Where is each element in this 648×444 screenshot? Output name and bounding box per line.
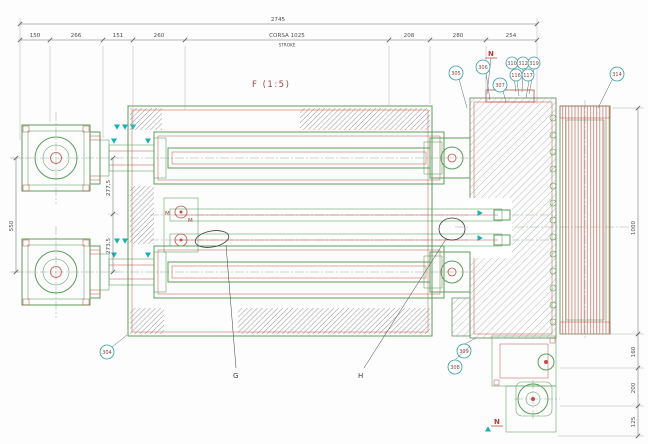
heated-platen [549, 105, 611, 335]
dimension-left: 550 277,5 273,5 [9, 155, 118, 275]
dimension-chain-top: 2745 150 266 151 260 CORSA 1025 STROKE 2… [17, 17, 540, 140]
dim-150: 150 [30, 33, 41, 39]
dim-260: 260 [154, 33, 165, 39]
detail-letter-g: G [233, 372, 238, 380]
dim-208: 208 [404, 33, 415, 39]
dim-254: 254 [506, 33, 517, 39]
balloon-314: 314 [597, 66, 625, 109]
dim-151: 151 [113, 33, 124, 39]
svg-text:N: N [488, 50, 494, 58]
detail-letter-h: H [358, 372, 363, 380]
svg-text:314: 314 [612, 72, 622, 78]
svg-text:310: 310 [507, 61, 517, 67]
dim-280: 280 [453, 33, 464, 39]
svg-text:116: 116 [511, 73, 521, 79]
svg-text:305: 305 [451, 71, 461, 77]
marker-m-2: M [188, 218, 193, 224]
detail-callout-h: H [358, 217, 466, 380]
dim-125: 125 [631, 416, 637, 427]
balloon-307: 307 [492, 77, 508, 103]
dim-277-5: 277,5 [106, 180, 112, 196]
dim-overall: 2745 [271, 17, 286, 23]
svg-text:307: 307 [495, 83, 505, 89]
svg-text:308: 308 [450, 365, 460, 371]
view-label: F (1:5) [252, 80, 290, 90]
balloon-callouts: 305 306 307 310 312 319 116 117 [99, 56, 625, 375]
balloon-304: 304 [99, 334, 128, 360]
dim-1000: 1000 [631, 220, 637, 235]
marker-m-1: M [165, 211, 170, 217]
dim-stroke-note: STROKE [279, 43, 296, 48]
balloon-308: 308 [447, 345, 471, 375]
dimension-right: 1000 160 200 125 [558, 105, 644, 439]
svg-text:312: 312 [518, 61, 528, 67]
press-head-block [451, 89, 557, 339]
balloon-319: 319 [527, 56, 541, 95]
dim-266: 266 [71, 33, 82, 39]
dim-corsa: CORSA 1025 [269, 33, 305, 39]
svg-text:N: N [494, 418, 500, 426]
tie-rods [163, 197, 511, 253]
balloon-117: 117 [521, 68, 535, 99]
main-housing [127, 105, 433, 337]
detail-callout-g: G [194, 230, 238, 380]
svg-text:319: 319 [529, 61, 539, 67]
svg-text:304: 304 [102, 350, 112, 356]
svg-text:117: 117 [523, 73, 533, 79]
balloon-306: 306 [475, 59, 491, 101]
gear-unit [491, 335, 557, 433]
balloon-309: 309 [456, 337, 477, 359]
dim-200: 200 [631, 382, 637, 393]
balloon-312: 312 [516, 56, 530, 93]
balloon-305: 305 [448, 65, 468, 109]
dim-160: 160 [631, 346, 637, 357]
dim-550: 550 [9, 220, 15, 231]
dim-273-5: 273,5 [106, 238, 112, 254]
marker-n-bottom: N [491, 418, 503, 427]
svg-text:306: 306 [478, 65, 488, 71]
marker-n-top: N [485, 50, 497, 95]
